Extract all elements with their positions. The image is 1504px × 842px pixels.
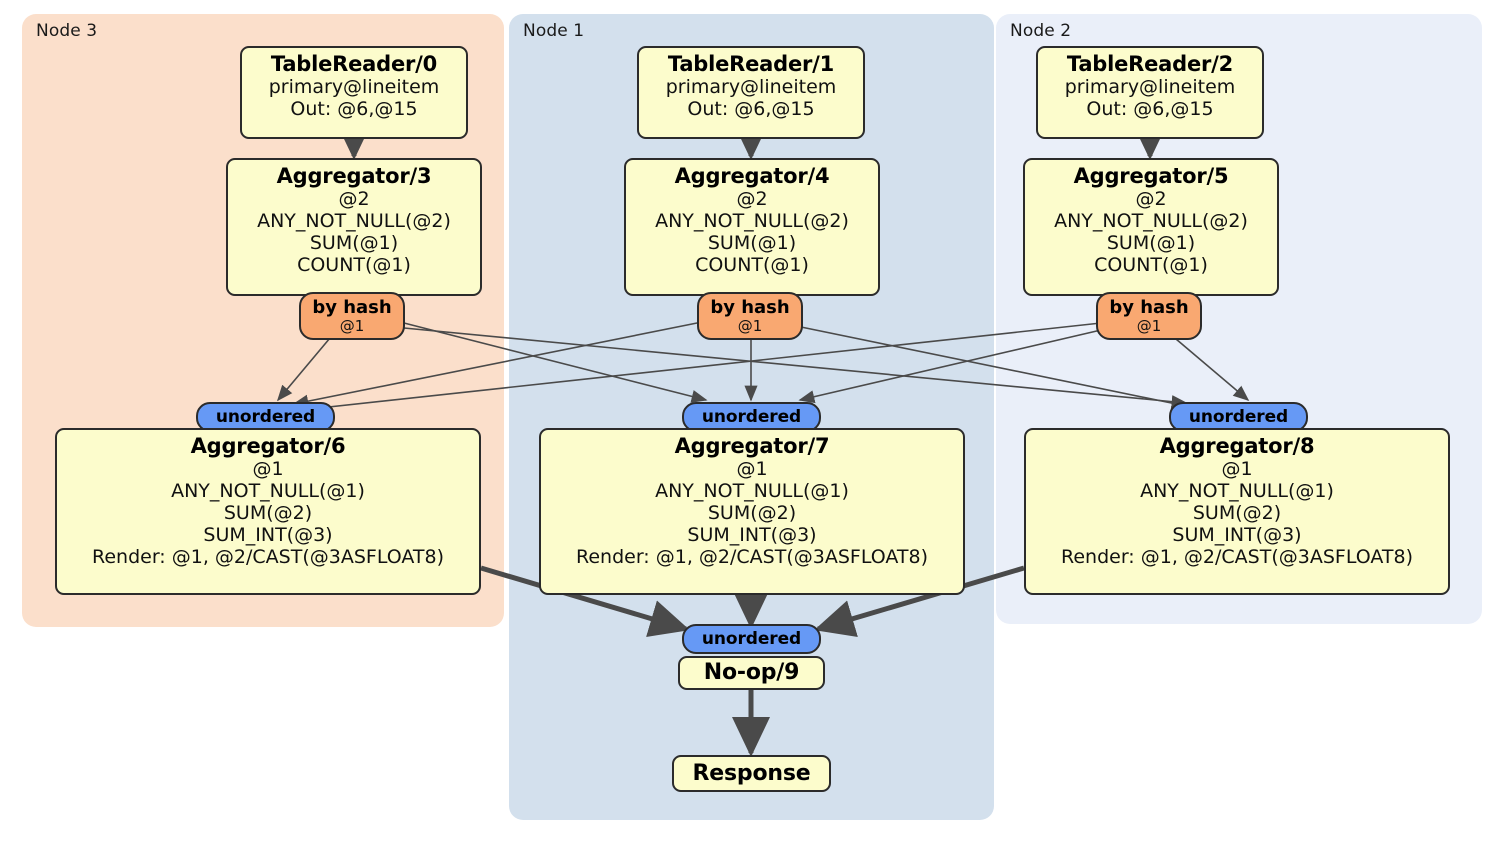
hash-router-node1[interactable]: by hash @1 bbox=[697, 292, 803, 340]
node-panel-label-node1: Node 1 bbox=[523, 21, 585, 41]
box-response[interactable]: Response bbox=[672, 755, 831, 792]
box-line: ANY_NOT_NULL(@2) bbox=[1054, 210, 1248, 233]
box-title: TableReader/0 bbox=[270, 52, 438, 76]
box-title: Aggregator/4 bbox=[674, 164, 830, 188]
box-line-render: Render: @1, @2/CAST(@3ASFLOAT8) bbox=[576, 546, 928, 569]
box-line: COUNT(@1) bbox=[695, 254, 809, 277]
box-line: ANY_NOT_NULL(@2) bbox=[655, 210, 849, 233]
box-line: COUNT(@1) bbox=[1094, 254, 1208, 277]
box-line: Out: @6,@15 bbox=[1086, 98, 1214, 121]
box-line: Out: @6,@15 bbox=[687, 98, 815, 121]
box-title: Aggregator/5 bbox=[1073, 164, 1229, 188]
box-line-render: Render: @1, @2/CAST(@3ASFLOAT8) bbox=[1061, 546, 1413, 569]
box-line: COUNT(@1) bbox=[297, 254, 411, 277]
box-noop-9[interactable]: No-op/9 bbox=[678, 656, 825, 690]
box-title: Aggregator/3 bbox=[276, 164, 432, 188]
box-line: SUM(@1) bbox=[309, 232, 399, 255]
box-line: @2 bbox=[338, 188, 370, 211]
box-line: @1 bbox=[1221, 458, 1253, 481]
box-title: No-op/9 bbox=[703, 660, 800, 685]
box-title: Aggregator/7 bbox=[674, 434, 830, 458]
box-line: ANY_NOT_NULL(@1) bbox=[171, 480, 365, 503]
unordered-synchronizer-final[interactable]: unordered bbox=[682, 624, 821, 654]
box-line: SUM(@1) bbox=[707, 232, 797, 255]
box-line: @2 bbox=[736, 188, 768, 211]
box-aggregator-8[interactable]: Aggregator/8 @1 ANY_NOT_NULL(@1) SUM(@2)… bbox=[1024, 428, 1450, 595]
hash-router-column: @1 bbox=[1136, 316, 1162, 335]
unordered-label: unordered bbox=[701, 406, 802, 427]
box-line: Out: @6,@15 bbox=[290, 98, 418, 121]
box-aggregator-3[interactable]: Aggregator/3 @2 ANY_NOT_NULL(@2) SUM(@1)… bbox=[226, 158, 482, 296]
box-title: TableReader/1 bbox=[667, 52, 835, 76]
box-line: @1 bbox=[252, 458, 284, 481]
box-aggregator-4[interactable]: Aggregator/4 @2 ANY_NOT_NULL(@2) SUM(@1)… bbox=[624, 158, 880, 296]
hash-router-title: by hash bbox=[312, 296, 392, 318]
box-line: SUM_INT(@3) bbox=[1172, 524, 1302, 547]
box-line-render: Render: @1, @2/CAST(@3ASFLOAT8) bbox=[92, 546, 444, 569]
box-line: ANY_NOT_NULL(@1) bbox=[1140, 480, 1334, 503]
box-line: @2 bbox=[1135, 188, 1167, 211]
box-line: SUM_INT(@3) bbox=[203, 524, 333, 547]
box-line: SUM(@1) bbox=[1106, 232, 1196, 255]
box-line: SUM_INT(@3) bbox=[687, 524, 817, 547]
node-panel-label-node3: Node 3 bbox=[36, 21, 98, 41]
box-title: Aggregator/8 bbox=[1159, 434, 1315, 458]
box-line: SUM(@2) bbox=[223, 502, 313, 525]
box-line: primary@lineitem bbox=[665, 76, 837, 99]
box-line: SUM(@2) bbox=[707, 502, 797, 525]
box-line: primary@lineitem bbox=[1064, 76, 1236, 99]
box-aggregator-5[interactable]: Aggregator/5 @2 ANY_NOT_NULL(@2) SUM(@1)… bbox=[1023, 158, 1279, 296]
box-line: SUM(@2) bbox=[1192, 502, 1282, 525]
hash-router-title: by hash bbox=[1109, 296, 1189, 318]
box-aggregator-6[interactable]: Aggregator/6 @1 ANY_NOT_NULL(@1) SUM(@2)… bbox=[55, 428, 481, 595]
unordered-synchronizer-node3[interactable]: unordered bbox=[196, 402, 335, 432]
box-title: Response bbox=[692, 761, 811, 786]
box-title: TableReader/2 bbox=[1066, 52, 1234, 76]
box-line: primary@lineitem bbox=[268, 76, 440, 99]
box-aggregator-7[interactable]: Aggregator/7 @1 ANY_NOT_NULL(@1) SUM(@2)… bbox=[539, 428, 965, 595]
hash-router-title: by hash bbox=[710, 296, 790, 318]
box-tablereader-0[interactable]: TableReader/0 primary@lineitem Out: @6,@… bbox=[240, 46, 468, 139]
box-tablereader-1[interactable]: TableReader/1 primary@lineitem Out: @6,@… bbox=[637, 46, 865, 139]
box-line: ANY_NOT_NULL(@1) bbox=[655, 480, 849, 503]
hash-router-node3[interactable]: by hash @1 bbox=[299, 292, 405, 340]
unordered-synchronizer-node1[interactable]: unordered bbox=[682, 402, 821, 432]
box-title: Aggregator/6 bbox=[190, 434, 346, 458]
unordered-label: unordered bbox=[701, 628, 802, 649]
hash-router-column: @1 bbox=[339, 316, 365, 335]
node-panel-label-node2: Node 2 bbox=[1010, 21, 1072, 41]
unordered-label: unordered bbox=[1188, 406, 1289, 427]
box-line: @1 bbox=[736, 458, 768, 481]
box-tablereader-2[interactable]: TableReader/2 primary@lineitem Out: @6,@… bbox=[1036, 46, 1264, 139]
box-line: ANY_NOT_NULL(@2) bbox=[257, 210, 451, 233]
hash-router-node2[interactable]: by hash @1 bbox=[1096, 292, 1202, 340]
unordered-label: unordered bbox=[215, 406, 316, 427]
hash-router-column: @1 bbox=[737, 316, 763, 335]
